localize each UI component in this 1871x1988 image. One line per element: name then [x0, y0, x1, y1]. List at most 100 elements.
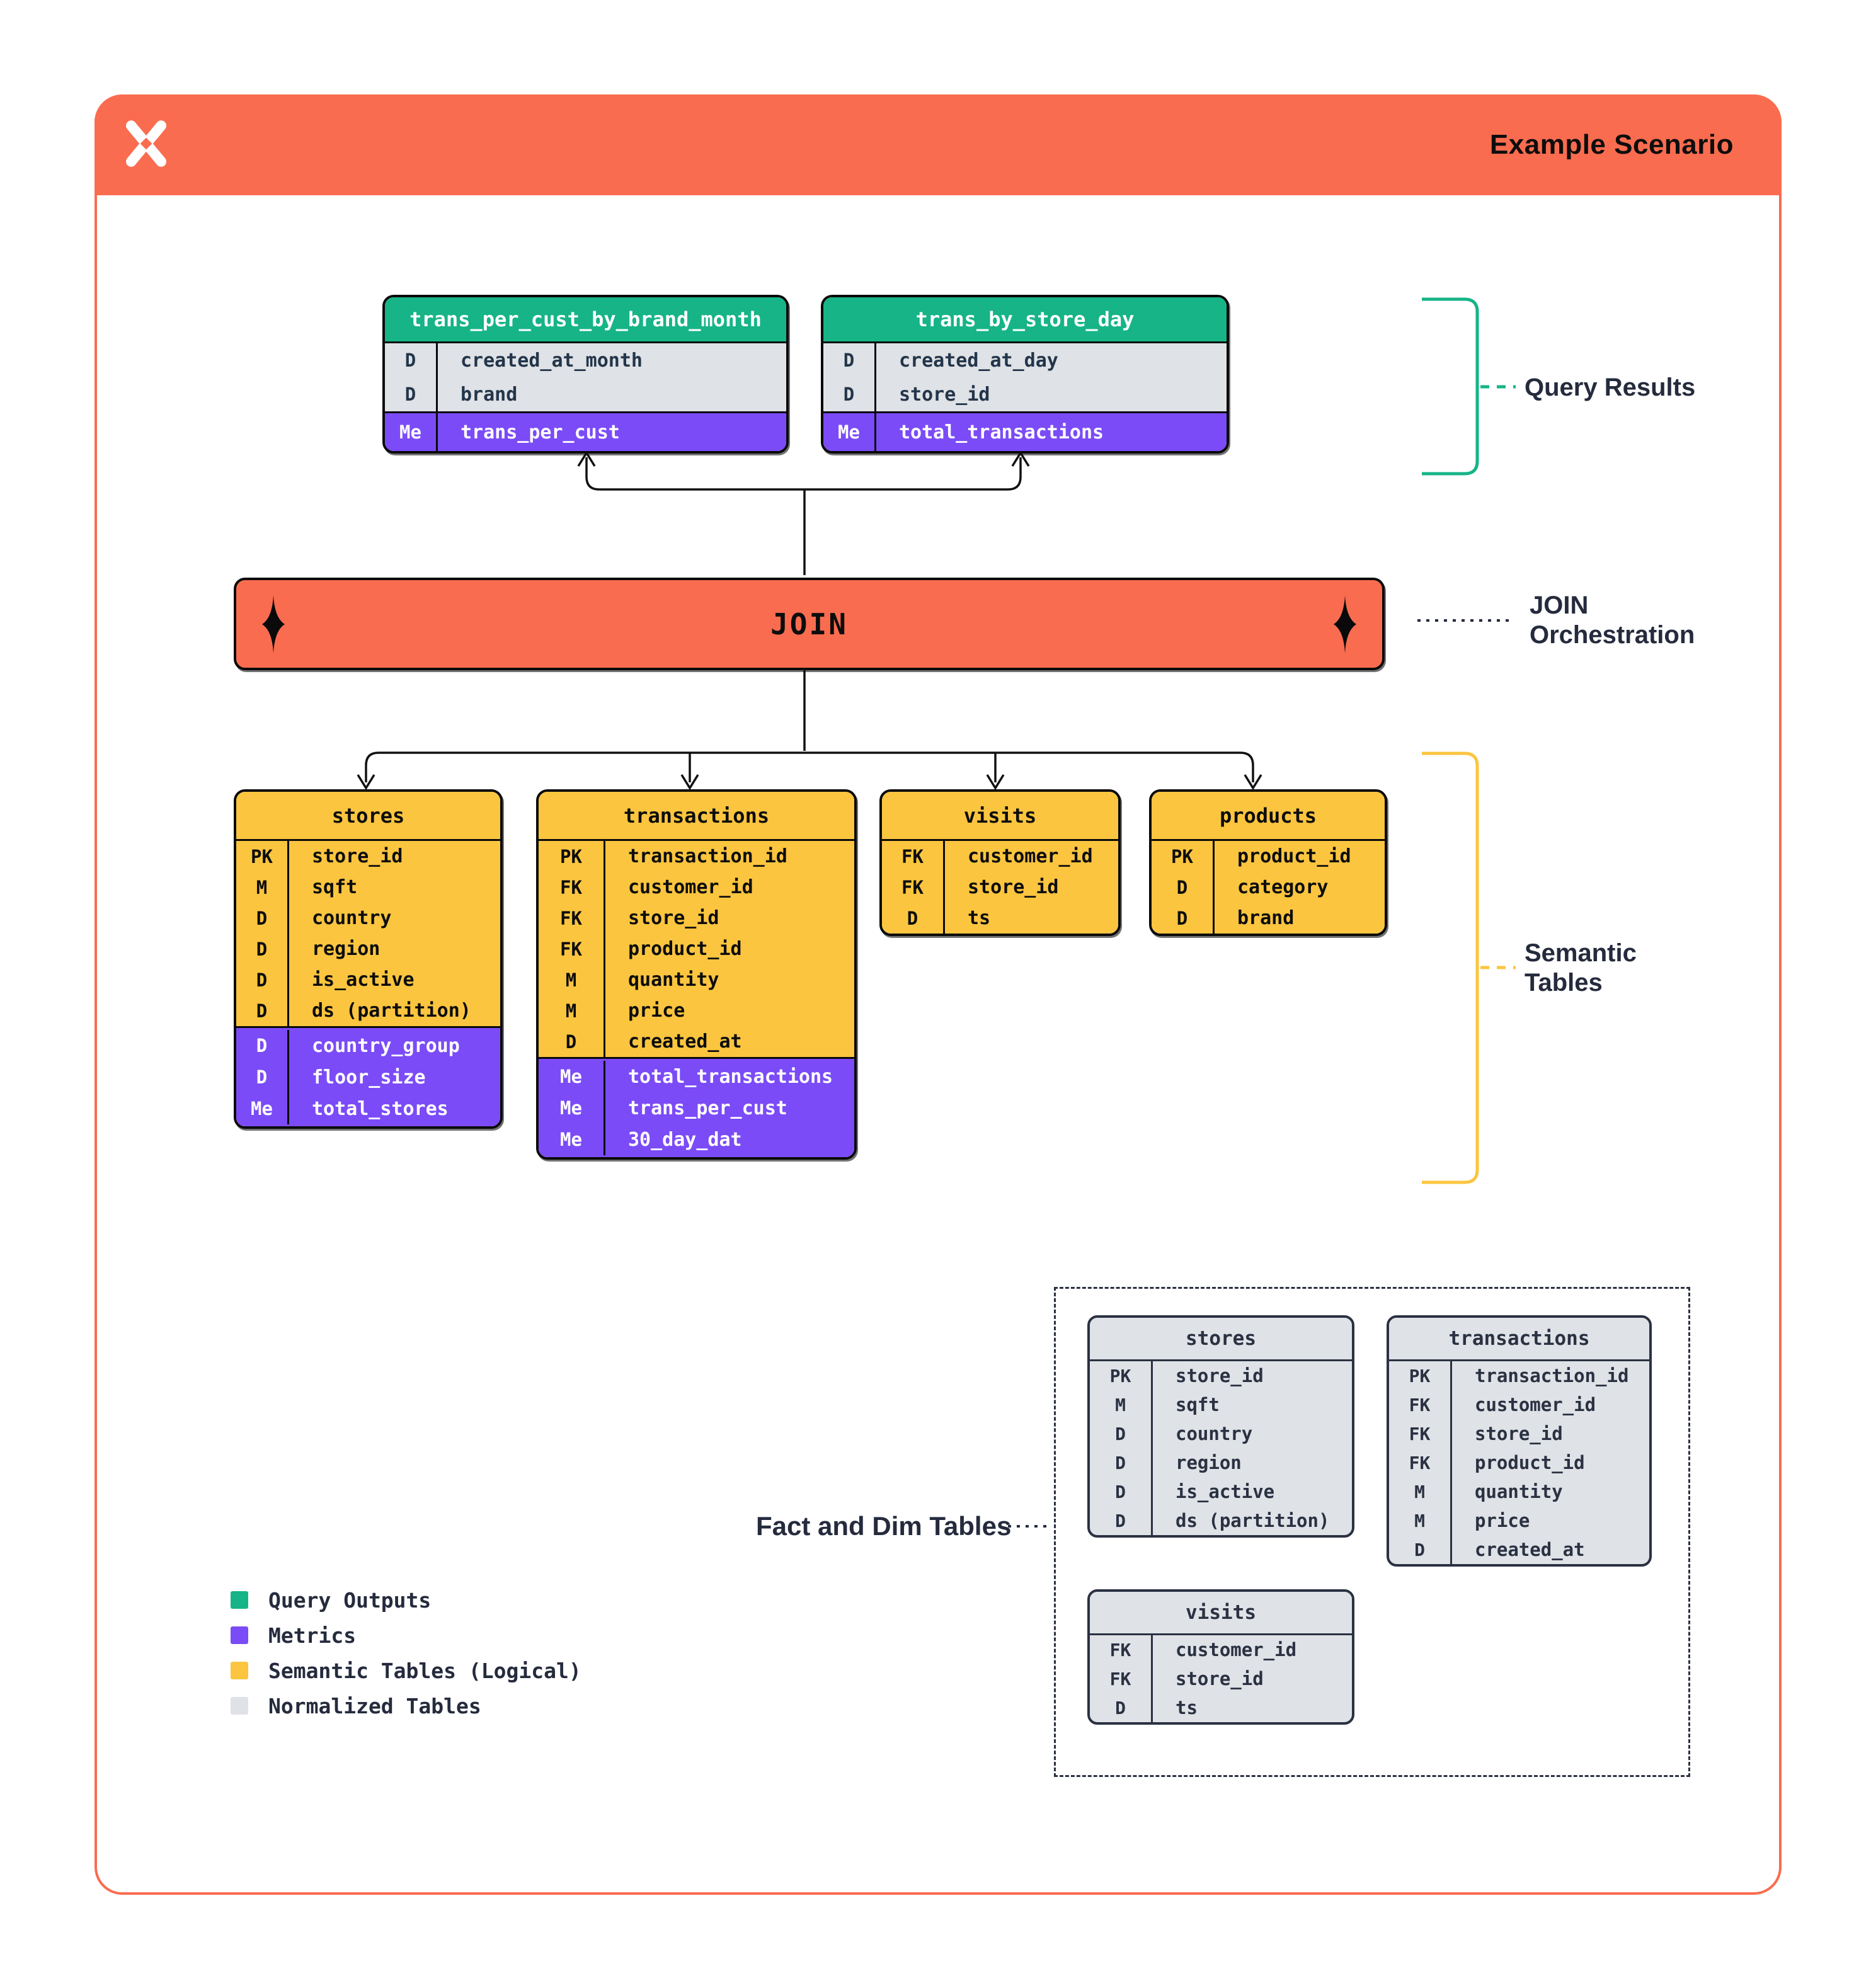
- column-name: region: [1176, 1452, 1242, 1473]
- key-badge: D: [1090, 1693, 1153, 1722]
- join-orchestration-label-line1: JOIN: [1530, 591, 1589, 619]
- key-badge: D: [1090, 1477, 1153, 1506]
- column-name: is_active: [1176, 1481, 1275, 1502]
- column-name: customer_id: [628, 876, 753, 898]
- table-title: visits: [1090, 1592, 1352, 1633]
- table-title: visits: [882, 792, 1118, 839]
- column-name: ts: [968, 907, 991, 929]
- table-title: stores: [236, 792, 500, 839]
- metric-name: trans_per_cust: [628, 1097, 787, 1119]
- key-badge: M: [539, 964, 605, 995]
- legend-label: Semantic Tables (Logical): [268, 1658, 581, 1683]
- key-badge: FK: [1090, 1635, 1153, 1664]
- column-name: country: [1176, 1423, 1253, 1444]
- column-name: is_active: [312, 969, 415, 991]
- column-name: created_at: [1475, 1539, 1585, 1560]
- query-outputs-swatch-icon: [231, 1591, 248, 1609]
- legend-label: Query Outputs: [268, 1587, 432, 1613]
- column-name: price: [628, 1000, 685, 1022]
- key-badge: PK: [236, 841, 289, 872]
- key-badge: D: [236, 934, 289, 964]
- metric-badge: Me: [236, 1093, 289, 1124]
- column-name: sqft: [312, 876, 358, 898]
- semantic-tables-label-line1: Semantic: [1525, 939, 1637, 967]
- metric-name: trans_per_cust: [461, 421, 620, 443]
- semantic-tables-label-line2: Tables: [1525, 969, 1603, 997]
- metric-badge: D: [236, 1061, 289, 1093]
- key-badge: M: [539, 995, 605, 1026]
- column-name: category: [1237, 876, 1329, 898]
- key-badge: D: [1090, 1419, 1153, 1448]
- column-name: brand: [1237, 907, 1295, 929]
- fact-dim-tables-box: [1054, 1287, 1690, 1777]
- normalized-tables-swatch-icon: [231, 1697, 248, 1715]
- metric-name: total_stores: [312, 1097, 449, 1120]
- semantic-table-transactions: transactions PK transaction_id FK custom…: [536, 789, 857, 1160]
- column-name: price: [1475, 1510, 1530, 1531]
- table-title: stores: [1090, 1318, 1352, 1359]
- metric-badge: Me: [539, 1092, 605, 1124]
- legend-item-normalized-tables: Normalized Tables: [231, 1688, 581, 1723]
- diamond-spark-icon: [262, 595, 285, 653]
- page-title: Example Scenario: [1489, 129, 1734, 160]
- column-name: store_id: [1176, 1365, 1264, 1386]
- column-name: created_at: [628, 1031, 742, 1053]
- column-name: transaction_id: [1475, 1365, 1629, 1386]
- table-title: transactions: [539, 792, 854, 839]
- key-badge: PK: [1152, 841, 1215, 872]
- semantic-tables-swatch-icon: [231, 1662, 248, 1679]
- key-badge: M: [236, 872, 289, 903]
- metric-name: total_transactions: [899, 421, 1104, 443]
- key-badge: FK: [1090, 1664, 1153, 1693]
- key-badge: PK: [1090, 1361, 1153, 1390]
- key-badge: M: [1389, 1506, 1452, 1535]
- metric-name: country_group: [312, 1034, 460, 1057]
- column-name: quantity: [1475, 1481, 1563, 1502]
- key-badge: FK: [882, 841, 945, 872]
- metric-badge: Me: [385, 413, 438, 451]
- column-name: ds (partition): [1176, 1510, 1330, 1531]
- key-badge: D: [1090, 1506, 1153, 1535]
- metric-name: total_transactions: [628, 1065, 833, 1088]
- column-name: ts: [1176, 1697, 1198, 1718]
- legend-item-semantic-tables: Semantic Tables (Logical): [231, 1653, 581, 1688]
- join-orchestration-label: JOIN Orchestration: [1530, 591, 1695, 650]
- column-name: store_id: [968, 876, 1059, 898]
- key-badge: PK: [539, 841, 605, 872]
- key-badge: FK: [1389, 1390, 1452, 1419]
- column-name: brand: [461, 383, 518, 406]
- key-badge: FK: [539, 872, 605, 903]
- table-title: transactions: [1389, 1318, 1649, 1359]
- legend-item-query-outputs: Query Outputs: [231, 1582, 581, 1618]
- normalized-table-stores: stores PK store_id M sqft D country D re…: [1087, 1315, 1354, 1538]
- table-title: products: [1152, 792, 1385, 839]
- semantic-table-stores: stores PK store_id M sqft D country D re…: [234, 789, 503, 1129]
- key-badge: PK: [1389, 1361, 1452, 1390]
- metric-name: 30_day_dat: [628, 1128, 742, 1151]
- key-badge: D: [823, 343, 876, 377]
- normalized-table-transactions: transactions PK transaction_id FK custom…: [1387, 1315, 1652, 1567]
- key-badge: D: [385, 343, 438, 377]
- column-name: region: [312, 938, 380, 960]
- column-name: transaction_id: [628, 845, 787, 867]
- key-badge: D: [385, 377, 438, 411]
- metric-badge: Me: [539, 1061, 605, 1092]
- query-results-label: Query Results: [1525, 374, 1696, 401]
- metric-badge: Me: [823, 413, 876, 451]
- legend: Query Outputs Metrics Semantic Tables (L…: [231, 1582, 581, 1723]
- join-orchestration-label-line2: Orchestration: [1530, 621, 1695, 649]
- normalized-table-visits: visits FK customer_id FK store_id D ts: [1087, 1589, 1354, 1725]
- column-name: store_id: [1176, 1668, 1264, 1689]
- key-badge: D: [1090, 1448, 1153, 1477]
- fact-dim-tables-label: Fact and Dim Tables: [756, 1511, 1012, 1541]
- column-name: created_at_month: [461, 349, 643, 372]
- join-label: JOIN: [770, 607, 848, 641]
- key-badge: D: [823, 377, 876, 411]
- key-badge: D: [539, 1026, 605, 1057]
- column-name: customer_id: [1475, 1394, 1596, 1415]
- diamond-spark-icon: [1334, 595, 1356, 653]
- key-badge: D: [1389, 1535, 1452, 1564]
- card-header: Example Scenario: [94, 94, 1782, 195]
- legend-label: Normalized Tables: [268, 1693, 481, 1718]
